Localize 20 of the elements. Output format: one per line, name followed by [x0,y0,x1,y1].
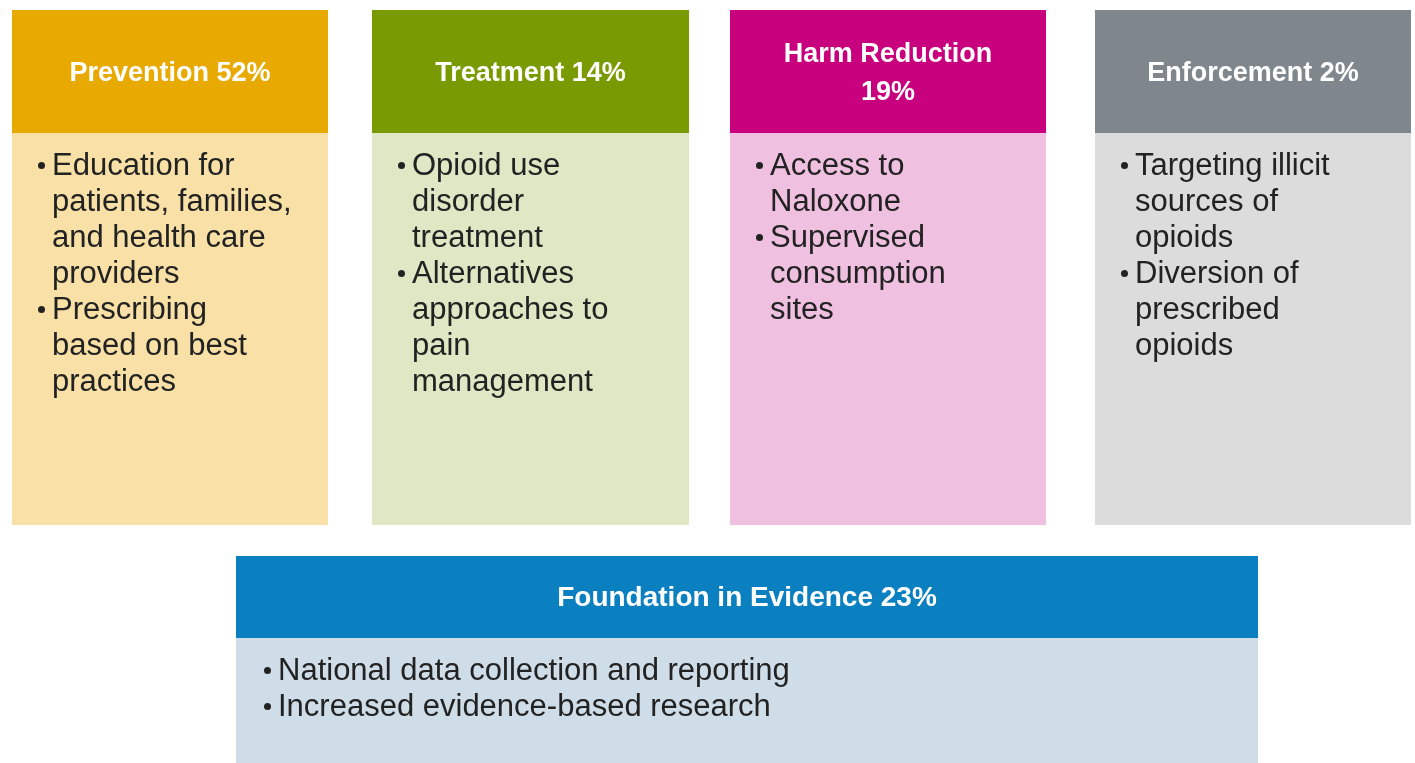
card-heading: Harm Reduction 19% [730,10,1046,133]
bullet-text: Increased evidence-based research [278,688,771,723]
card-heading: Prevention 52% [12,10,328,133]
category-card [236,556,1258,763]
bullet-text: Opioid use disorder treatment [412,147,561,254]
bullet-text: Education for patients, families, and health care providers [52,147,292,290]
bullet-text: Access to Naloxone [770,147,905,218]
card-heading: Treatment 14% [372,10,689,133]
bullet-text: Targeting illicit sources of opioids [1135,147,1330,254]
bullet-text: Alternatives approaches to pain management [412,255,609,398]
category-card [1095,10,1411,525]
card-heading: Foundation in Evidence 23% [236,556,1258,638]
category-card [372,10,689,525]
bullet-text: National data collection and reporting [278,652,790,687]
bullet-text: Diversion of prescribed opioids [1135,255,1299,362]
category-card [730,10,1046,525]
card-heading: Enforcement 2% [1095,10,1411,133]
category-card [12,10,328,525]
bullet-text: Supervised consumption sites [770,219,946,326]
bullet-text: Prescribing based on best practices [52,291,247,398]
